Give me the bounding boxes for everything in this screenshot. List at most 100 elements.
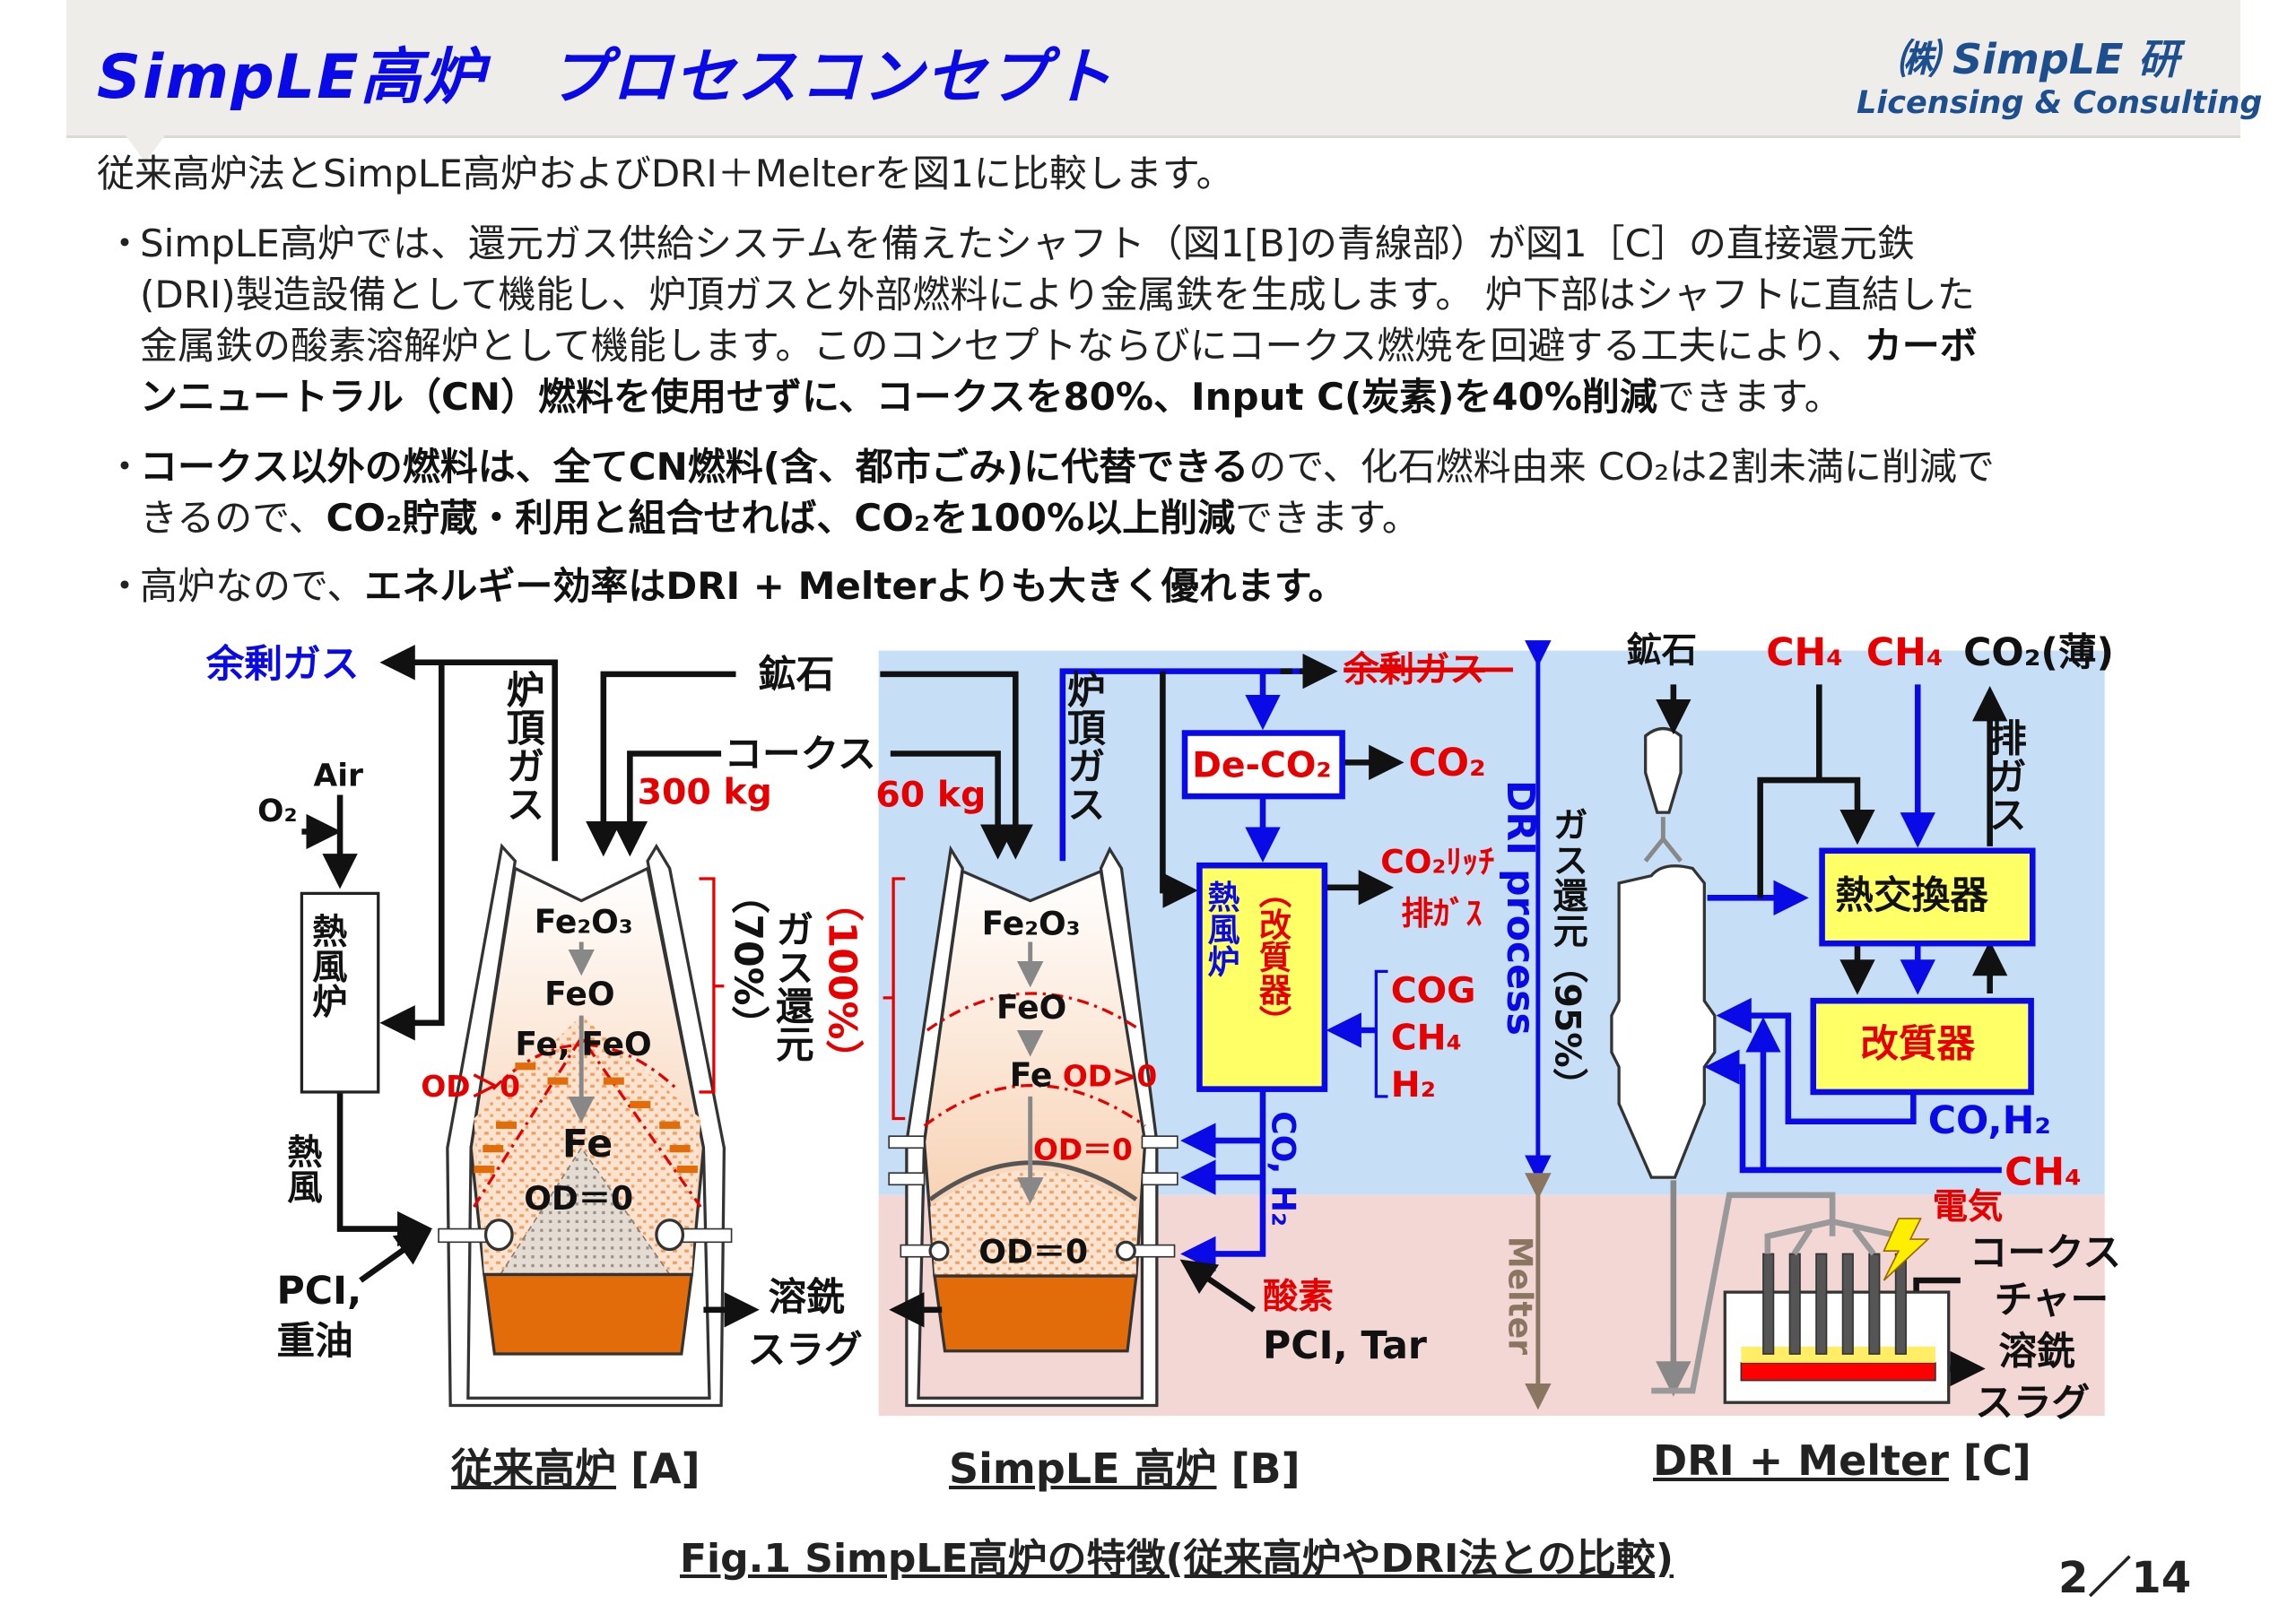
label-dri-process: DRI process: [1498, 780, 1543, 1036]
lightning-icon: [1883, 1218, 1930, 1281]
text: 高炉なので、: [140, 564, 365, 608]
label-reformer-b: （改質器）: [1254, 876, 1292, 1037]
label-char: チャー: [1995, 1278, 2109, 1323]
label-top-gas-b: 炉頂ガス: [1061, 670, 1106, 823]
caption-c: DRI + Melter [C]: [1653, 1436, 2031, 1485]
label-gas-reduction-a: ガス還元: [770, 909, 814, 1063]
text: できます。: [1235, 496, 1420, 540]
label-co2-rich: CO₂ﾘｯﾁ: [1380, 842, 1494, 880]
caption-a-tag: [A]: [616, 1444, 700, 1493]
label-hot-stove-b: 熱風炉: [1203, 880, 1241, 977]
label-coke: コークス: [724, 732, 875, 776]
label-fe-b: Fe: [1010, 1055, 1053, 1094]
label-coke-c: コークス: [1970, 1231, 2121, 1276]
caption-a-title: 従来高炉: [451, 1444, 616, 1493]
bullet1-line2: (DRI)製造設備として機能し、炉頂ガスと外部燃料により金属鉄を生成します。 炉…: [140, 273, 1975, 317]
label-heavy-oil: 重油: [277, 1319, 353, 1364]
label-reformer-c: 改質器: [1860, 1022, 1975, 1067]
de-co2-box: [1181, 730, 1345, 800]
label-co2-thin: CO₂(薄): [1963, 630, 2114, 675]
label-ch4-c3: CH₄: [2005, 1149, 2082, 1194]
label-heat-exchanger: 熱交換器: [1835, 873, 1988, 918]
label-ore-a: 鉱石: [758, 653, 834, 698]
flow-lines-b: [880, 640, 1552, 1410]
label-exhaust-gas-b: 排ｶﾞｽ: [1401, 894, 1482, 932]
hot-stove-a: [300, 891, 380, 1094]
label-cog: COG: [1391, 970, 1476, 1011]
reformer-box: [1810, 997, 2034, 1096]
bold-text: ンニュートラル（CN）燃料を使用せずに、コークスを80%、Input C(炭素)…: [140, 375, 1657, 419]
caption-c-tag: [C]: [1948, 1436, 2031, 1485]
label-slag-c: スラグ: [1975, 1381, 2090, 1426]
melter-c: [1723, 1218, 1951, 1404]
label-hot-blast: 熱風: [281, 1133, 322, 1205]
label-feo-b: FeO: [996, 988, 1066, 1027]
label-gas-reduction-c: ガス還元（95%）: [1547, 807, 1588, 1104]
label-pct70: （70%）: [726, 876, 770, 1044]
label-air: Air: [314, 759, 363, 794]
label-hot-stove-a: 熱風炉: [306, 912, 347, 1019]
company-tagline: Licensing & Consulting: [1857, 85, 2263, 121]
label-fe-a: Fe: [562, 1122, 613, 1167]
label-h2-b: H₂: [1391, 1064, 1436, 1106]
label-exhaust-gas-c: 排ガス: [1982, 718, 2027, 833]
label-ch4-c1: CH₄: [1766, 630, 1843, 675]
label-ch4-b: CH₄: [1391, 1017, 1462, 1058]
bullet-mark: ・: [106, 445, 144, 489]
label-pct100: （100%）: [820, 883, 865, 1078]
label-pci-tar: PCI, Tar: [1263, 1323, 1427, 1368]
label-oxygen: 酸素: [1263, 1276, 1334, 1317]
label-coke-60kg: 60 kg: [875, 775, 986, 816]
caption-a: 従来高炉 [A]: [451, 1436, 700, 1496]
label-hot-metal-c: 溶銑: [1999, 1330, 2076, 1375]
label-fe2o3-a: Fe₂O₃: [535, 903, 633, 941]
bold-text: エネルギー効率はDRI + Melterよりも大きく優れます。: [364, 564, 1346, 608]
figure-caption: Fig.1 SimpLE高炉の特徴(従来高炉やDRI法との比較): [680, 1536, 1674, 1582]
heat-exchanger-box: [1819, 847, 2036, 947]
hot-stove-reformer-box: [1196, 862, 1328, 1092]
label-co-h2-b: CO, H₂: [1264, 1111, 1302, 1227]
label-coke-300kg: 300 kg: [638, 771, 772, 812]
bold-text: カーボ: [1864, 324, 1978, 368]
bold-text: CO₂貯蔵・利用と組合せれば、CO₂を100%以上削減: [326, 496, 1236, 540]
furnace-a: [438, 843, 733, 1408]
label-pci: PCI,: [277, 1269, 362, 1314]
text: できます。: [1657, 375, 1842, 419]
bullet1-line1: SimpLE高炉では、還元ガス供給システムを備えたシャフト（図1[B]の青線部）…: [140, 221, 1915, 265]
bullet-mark: ・: [106, 564, 144, 608]
bullet2-line1: コークス以外の燃料は、全てCN燃料(含、都市ごみ)に代替できるので、化石燃料由来…: [140, 437, 1995, 491]
label-de-co2: De-CO₂: [1192, 745, 1331, 786]
bullet1-line4: ンニュートラル（CN）燃料を使用せずに、コークスを80%、Input C(炭素)…: [140, 367, 1842, 421]
furnace-b: [883, 845, 1178, 1408]
label-co2-out: CO₂: [1408, 741, 1485, 785]
intro-text: 従来高炉法とSimpLE高炉およびDRI＋Melterを図1に比較します。: [97, 152, 1234, 195]
label-surplus-gas-a: 余剰ガス: [205, 642, 360, 687]
label-electricity: 電気: [1933, 1186, 2004, 1227]
caption-b-tag: [B]: [1216, 1444, 1300, 1493]
text: きるので、: [140, 496, 326, 540]
header-band: [66, 0, 2240, 138]
bullet3-line1: 高炉なので、エネルギー効率はDRI + Melterよりも大きく優れます。: [140, 556, 1346, 611]
label-ch4-c2: CH₄: [1866, 630, 1944, 675]
label-top-gas-a: 炉頂ガス: [500, 670, 545, 823]
bullet-mark: ・: [106, 221, 144, 265]
caption-b: SimpLE 高炉 [B]: [949, 1436, 1300, 1496]
bullet2-line2: きるので、CO₂貯蔵・利用と組合せれば、CO₂を100%以上削減できます。: [140, 488, 1420, 542]
bold-text: コークス以外の燃料は、全てCN燃料(含、都市ごみ)に代替できる: [140, 445, 1249, 489]
company-logo: ㈱ SimpLE 研: [1897, 35, 2179, 83]
header-notch: [126, 135, 165, 162]
label-od-zero-a: OD＝0: [524, 1179, 633, 1218]
label-od-pos-b: OD>0: [1063, 1059, 1157, 1093]
label-hot-metal-a: 溶銑: [769, 1275, 846, 1320]
label-co-h2-c: CO,H₂: [1928, 1098, 2051, 1143]
page-title: SimpLE高炉 プロセスコンセプト: [97, 42, 1114, 113]
label-fe2o3-b: Fe₂O₃: [982, 904, 1081, 942]
label-o2: O₂: [257, 794, 297, 829]
label-od-zero-b1: OD＝0: [1033, 1132, 1133, 1167]
caption-b-title: SimpLE 高炉: [949, 1444, 1217, 1493]
text: 金属鉄の酸素溶解炉として機能します。このコンセプトならびにコークス燃焼を回避する…: [140, 324, 1865, 368]
dri-shaft-c: [1610, 726, 1717, 1179]
flow-lines-a: [301, 645, 760, 1328]
label-melter: Melter: [1501, 1236, 1540, 1356]
